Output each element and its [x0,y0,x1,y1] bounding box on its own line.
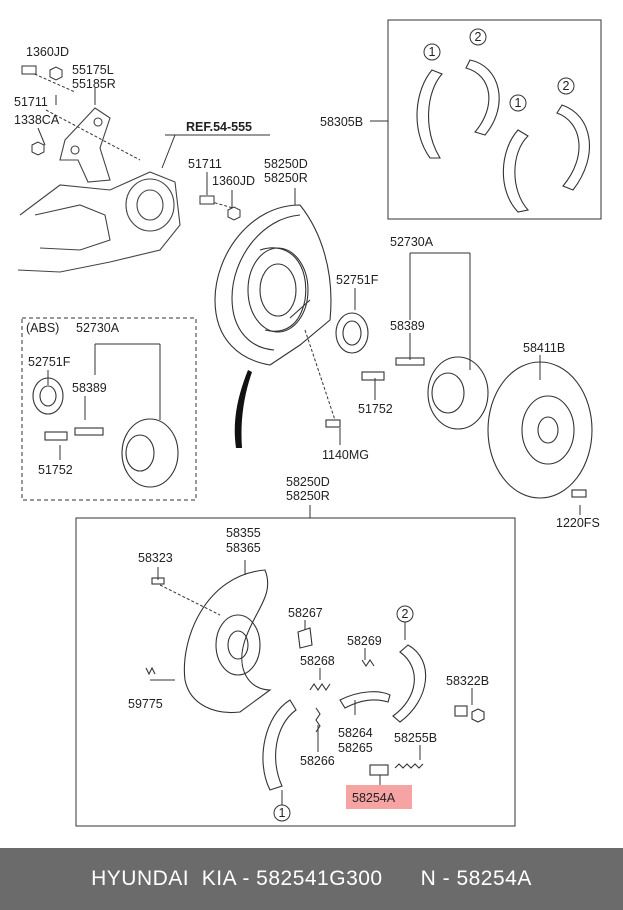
label-58389-right: 58389 [390,319,425,333]
label-1360jd-top: 1360JD [26,45,69,59]
hub-disc-drawing [325,312,593,499]
abs-hub-drawing [32,377,179,488]
label-58264: 58264 [338,726,373,740]
bottom-parts-drawing [145,569,485,791]
callout-1-a: 1 [429,45,436,59]
label-58268: 58268 [300,654,335,668]
label-58250d-top: 58250D [264,157,308,171]
highlight-58254a [346,785,412,809]
label-58322b: 58322B [446,674,489,688]
label-58269: 58269 [347,634,382,648]
label-55185r: 55185R [72,77,116,91]
bolt-51711-top [21,65,37,75]
brake-shoes-drawing [416,59,590,213]
label-51711-mid: 51711 [188,157,222,171]
callout-1-c: 1 [279,806,286,820]
big-arrow [234,370,252,448]
label-52730a-right: 52730A [390,235,434,249]
brake-shoe-kit-box [387,19,602,220]
label-1220fs: 1220FS [556,516,600,530]
label-58305b: 58305B [320,115,363,129]
label-abs: (ABS) [26,321,59,335]
label-58266: 58266 [300,754,335,768]
label-58250r-bottom: 58250R [286,489,330,503]
footer-spacer [383,867,421,891]
label-58254a: 58254A [352,791,396,805]
label-55175l: 55175L [72,63,114,77]
label-58250r-top: 58250R [264,171,308,185]
callout-1-b: 1 [515,96,522,110]
nut-1360jd-top [49,66,63,81]
label-58323: 58323 [138,551,173,565]
callout-2-c: 2 [402,607,409,621]
label-58267: 58267 [288,606,323,620]
parts-diagram: 1 2 2 1 2 1 1360JD 55175L 55185R 51711 1… [14,19,602,827]
label-58265: 58265 [338,741,373,755]
bolt-51711-mid [199,195,215,205]
label-52751f-right: 52751F [336,273,379,287]
footer-brand-part: HYUNDAI KIA - 582541G300 [91,867,383,890]
label-1360jd-mid: 1360JD [212,174,255,188]
label-1338ca: 1338CA [14,113,60,127]
label-52730a-left: 52730A [76,321,120,335]
nut-1338ca [31,141,45,156]
label-58365: 58365 [226,541,261,555]
label-58250d-bottom: 58250D [286,475,330,489]
callout-2-b: 2 [563,79,570,93]
label-51752-right: 51752 [358,402,393,416]
abs-hub-box [21,317,197,501]
label-58255b: 58255B [394,731,437,745]
label-51752-left: 51752 [38,463,73,477]
label-ref: REF.54-555 [186,120,252,134]
label-58411b: 58411B [523,341,565,355]
footer-diagram-ref: N - 58254A [420,867,532,890]
label-1140mg: 1140MG [322,448,369,462]
nut-1360jd-mid [227,206,241,221]
label-59775: 59775 [128,697,163,711]
label-58389-left: 58389 [72,381,107,395]
label-51711-top: 51711 [14,95,48,109]
part-number-footer: HYUNDAI KIA - 582541G300 N - 58254A [0,848,623,910]
callout-2-a: 2 [475,30,482,44]
backing-plate-drawing [214,204,332,366]
knuckle-drawing [17,107,181,273]
backing-plate-assembly-box [75,517,516,827]
label-52751f-left: 52751F [28,355,71,369]
label-58355: 58355 [226,526,261,540]
